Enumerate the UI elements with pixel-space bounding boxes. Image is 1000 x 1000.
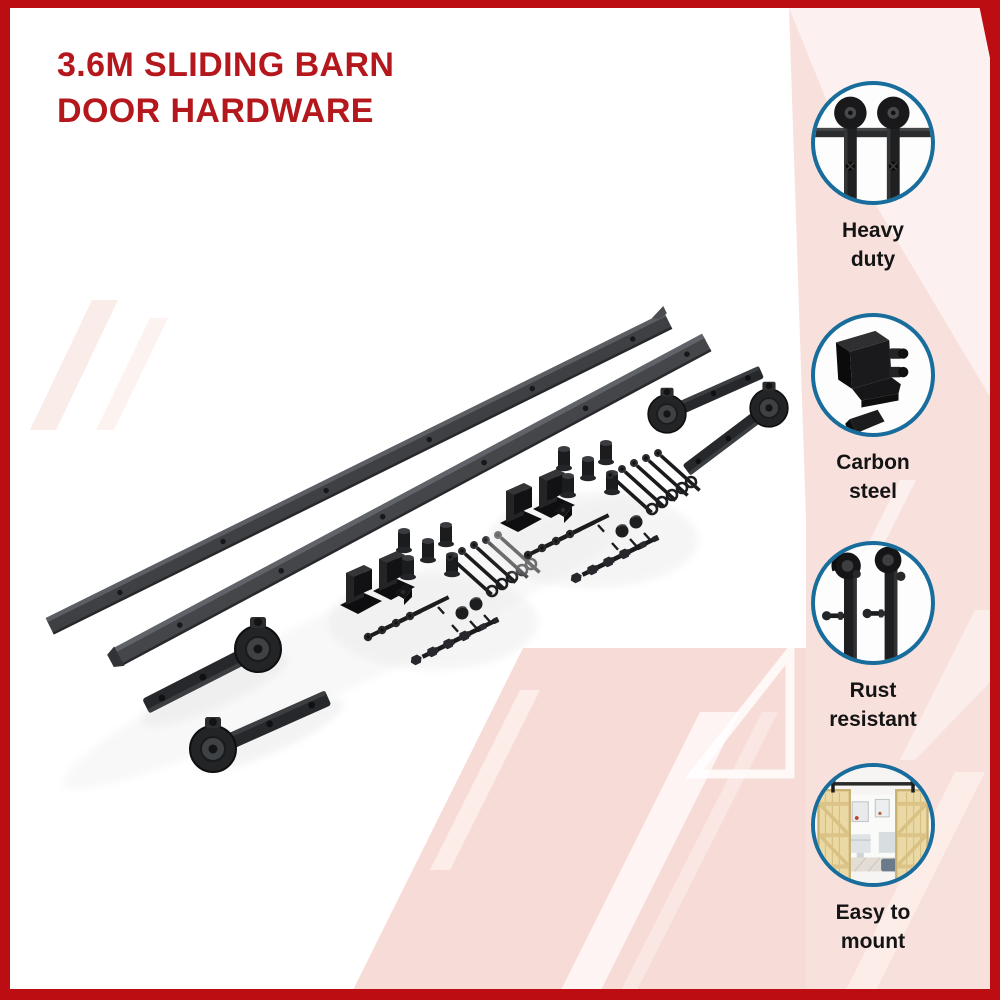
- title-line-1: 3.6M SLIDING BARN: [57, 46, 395, 84]
- hanger-on-rail-icon: [815, 96, 931, 201]
- roller-hanger-icon: [821, 546, 906, 661]
- feature-circle: [811, 81, 935, 205]
- left-door: [817, 789, 851, 882]
- feature-circle: [811, 763, 935, 887]
- feature-label-line: steel: [849, 480, 897, 503]
- rail-lower: [107, 333, 712, 668]
- feature-label-line: Heavy: [842, 219, 904, 242]
- frame-border-bottom: [0, 989, 1000, 1000]
- feature-label-line: Easy to: [835, 901, 911, 924]
- feature-label: Easy to mount: [793, 898, 953, 956]
- feature-label-line: mount: [840, 930, 906, 953]
- door-stopper-icon: [835, 330, 909, 433]
- rail-upper: [45, 306, 673, 635]
- feature-label-line: resistant: [829, 708, 917, 731]
- feature-label-line: duty: [850, 248, 896, 271]
- feature-label-line: Carbon: [836, 451, 910, 474]
- roller-hanger: [189, 690, 344, 773]
- pink-stripe-shapes: [30, 8, 992, 992]
- frame-border-left: [0, 0, 10, 1000]
- feature-circle: [811, 541, 935, 665]
- right-door: [895, 789, 929, 882]
- feature-circle: [811, 313, 935, 437]
- feature-label: Rust resistant: [793, 676, 953, 734]
- frame-border-top: [0, 0, 1000, 8]
- feature-label: Heavy duty: [793, 216, 953, 274]
- fastener-kit-right: [488, 440, 702, 588]
- title-line-2: DOOR HARDWARE: [57, 92, 374, 130]
- feature-carbon-steel: Carbon steel: [793, 313, 953, 506]
- barn-doors-kitchen-icon: [815, 767, 931, 883]
- feature-label-line: Rust: [849, 679, 897, 702]
- page-title: 3.6M SLIDING BARN DOOR HARDWARE: [57, 42, 394, 134]
- feature-rust-resistant: Rust resistant: [793, 541, 953, 734]
- feature-easy-to-mount: Easy to mount: [793, 763, 953, 956]
- feature-label: Carbon steel: [793, 448, 953, 506]
- roller-hanger: [141, 616, 289, 727]
- feature-heavy-duty: Heavy duty: [793, 81, 953, 274]
